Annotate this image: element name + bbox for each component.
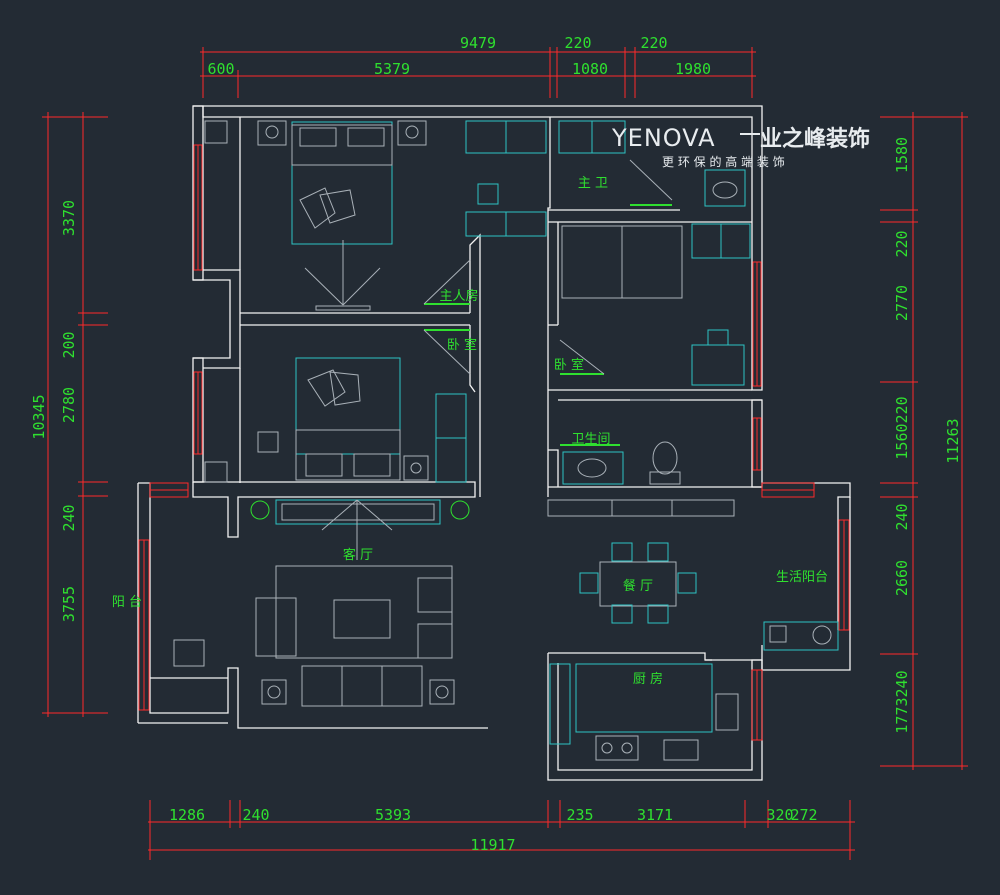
dim-top-total: 9479 xyxy=(460,34,496,52)
dim-left-total: 10345 xyxy=(30,394,48,439)
furniture xyxy=(173,120,839,761)
room-label-bedroom-right: 卧 室 xyxy=(554,357,584,373)
dimension-lines xyxy=(42,47,968,860)
dim-top-1980: 1980 xyxy=(675,60,711,78)
room-label-living-room: 客 厅 xyxy=(343,547,373,563)
walls xyxy=(137,105,851,781)
room-labels: 主 卫 主人房 卧 室 卧 室 卫生间 客 厅 餐 厅 生活阳台 阳 台 厨 房 xyxy=(112,176,828,687)
dim-top-220a: 220 xyxy=(564,34,591,52)
windows xyxy=(138,144,850,741)
dim-right-2660: 2660 xyxy=(893,560,911,596)
dim-bottom-240: 240 xyxy=(242,806,269,824)
room-label-bedroom-left: 卧 室 xyxy=(447,337,477,353)
dim-right-total: 11263 xyxy=(944,418,962,463)
brand-logo: YENOVA 业之峰装饰 更 环 保 的 高 端 装 饰 xyxy=(611,124,870,169)
dim-right-1580: 1580 xyxy=(893,137,911,173)
dim-top-220b: 220 xyxy=(640,34,667,52)
dim-top-5379: 5379 xyxy=(374,60,410,78)
dim-right-1773240: 1773240 xyxy=(893,670,911,733)
dim-bottom-1286: 1286 xyxy=(169,806,205,824)
room-label-master-bath: 主 卫 xyxy=(578,176,608,191)
dim-left-3755: 3755 xyxy=(60,586,78,622)
brand-name-cn: 业之峰装饰 xyxy=(760,126,870,152)
dim-left-240: 240 xyxy=(60,504,78,531)
room-label-master-bedroom: 主人房 xyxy=(439,288,478,304)
dim-bottom-5393: 5393 xyxy=(375,806,411,824)
dim-right-2770: 2770 xyxy=(893,285,911,321)
brand-slogan: 更 环 保 的 高 端 装 饰 xyxy=(662,154,785,169)
room-label-balcony: 阳 台 xyxy=(112,595,142,610)
dim-left-2780: 2780 xyxy=(60,387,78,423)
dim-left-3370: 3370 xyxy=(60,200,78,236)
room-label-kitchen: 厨 房 xyxy=(633,671,663,687)
dim-bottom-272: 272 xyxy=(790,806,817,824)
dim-top-600: 600 xyxy=(207,60,234,78)
dim-right-240: 240 xyxy=(893,503,911,530)
dim-bottom-320: 320 xyxy=(766,806,793,824)
dim-right-220: 220 xyxy=(893,230,911,257)
dim-left-200: 200 xyxy=(60,331,78,358)
brand-name: YENOVA xyxy=(611,124,716,152)
dim-top-1080: 1080 xyxy=(572,60,608,78)
dim-bottom-235: 235 xyxy=(566,806,593,824)
dim-bottom-3171: 3171 xyxy=(637,806,673,824)
room-label-bathroom: 卫生间 xyxy=(571,432,610,447)
dimension-labels: 9479 220 220 600 5379 1080 1980 1286 240… xyxy=(30,34,962,854)
room-label-dining-room: 餐 厅 xyxy=(623,578,653,594)
room-label-living-balcony: 生活阳台 xyxy=(776,570,828,585)
dim-right-1560220: 1560220 xyxy=(893,396,911,459)
dim-bottom-total: 11917 xyxy=(470,836,515,854)
